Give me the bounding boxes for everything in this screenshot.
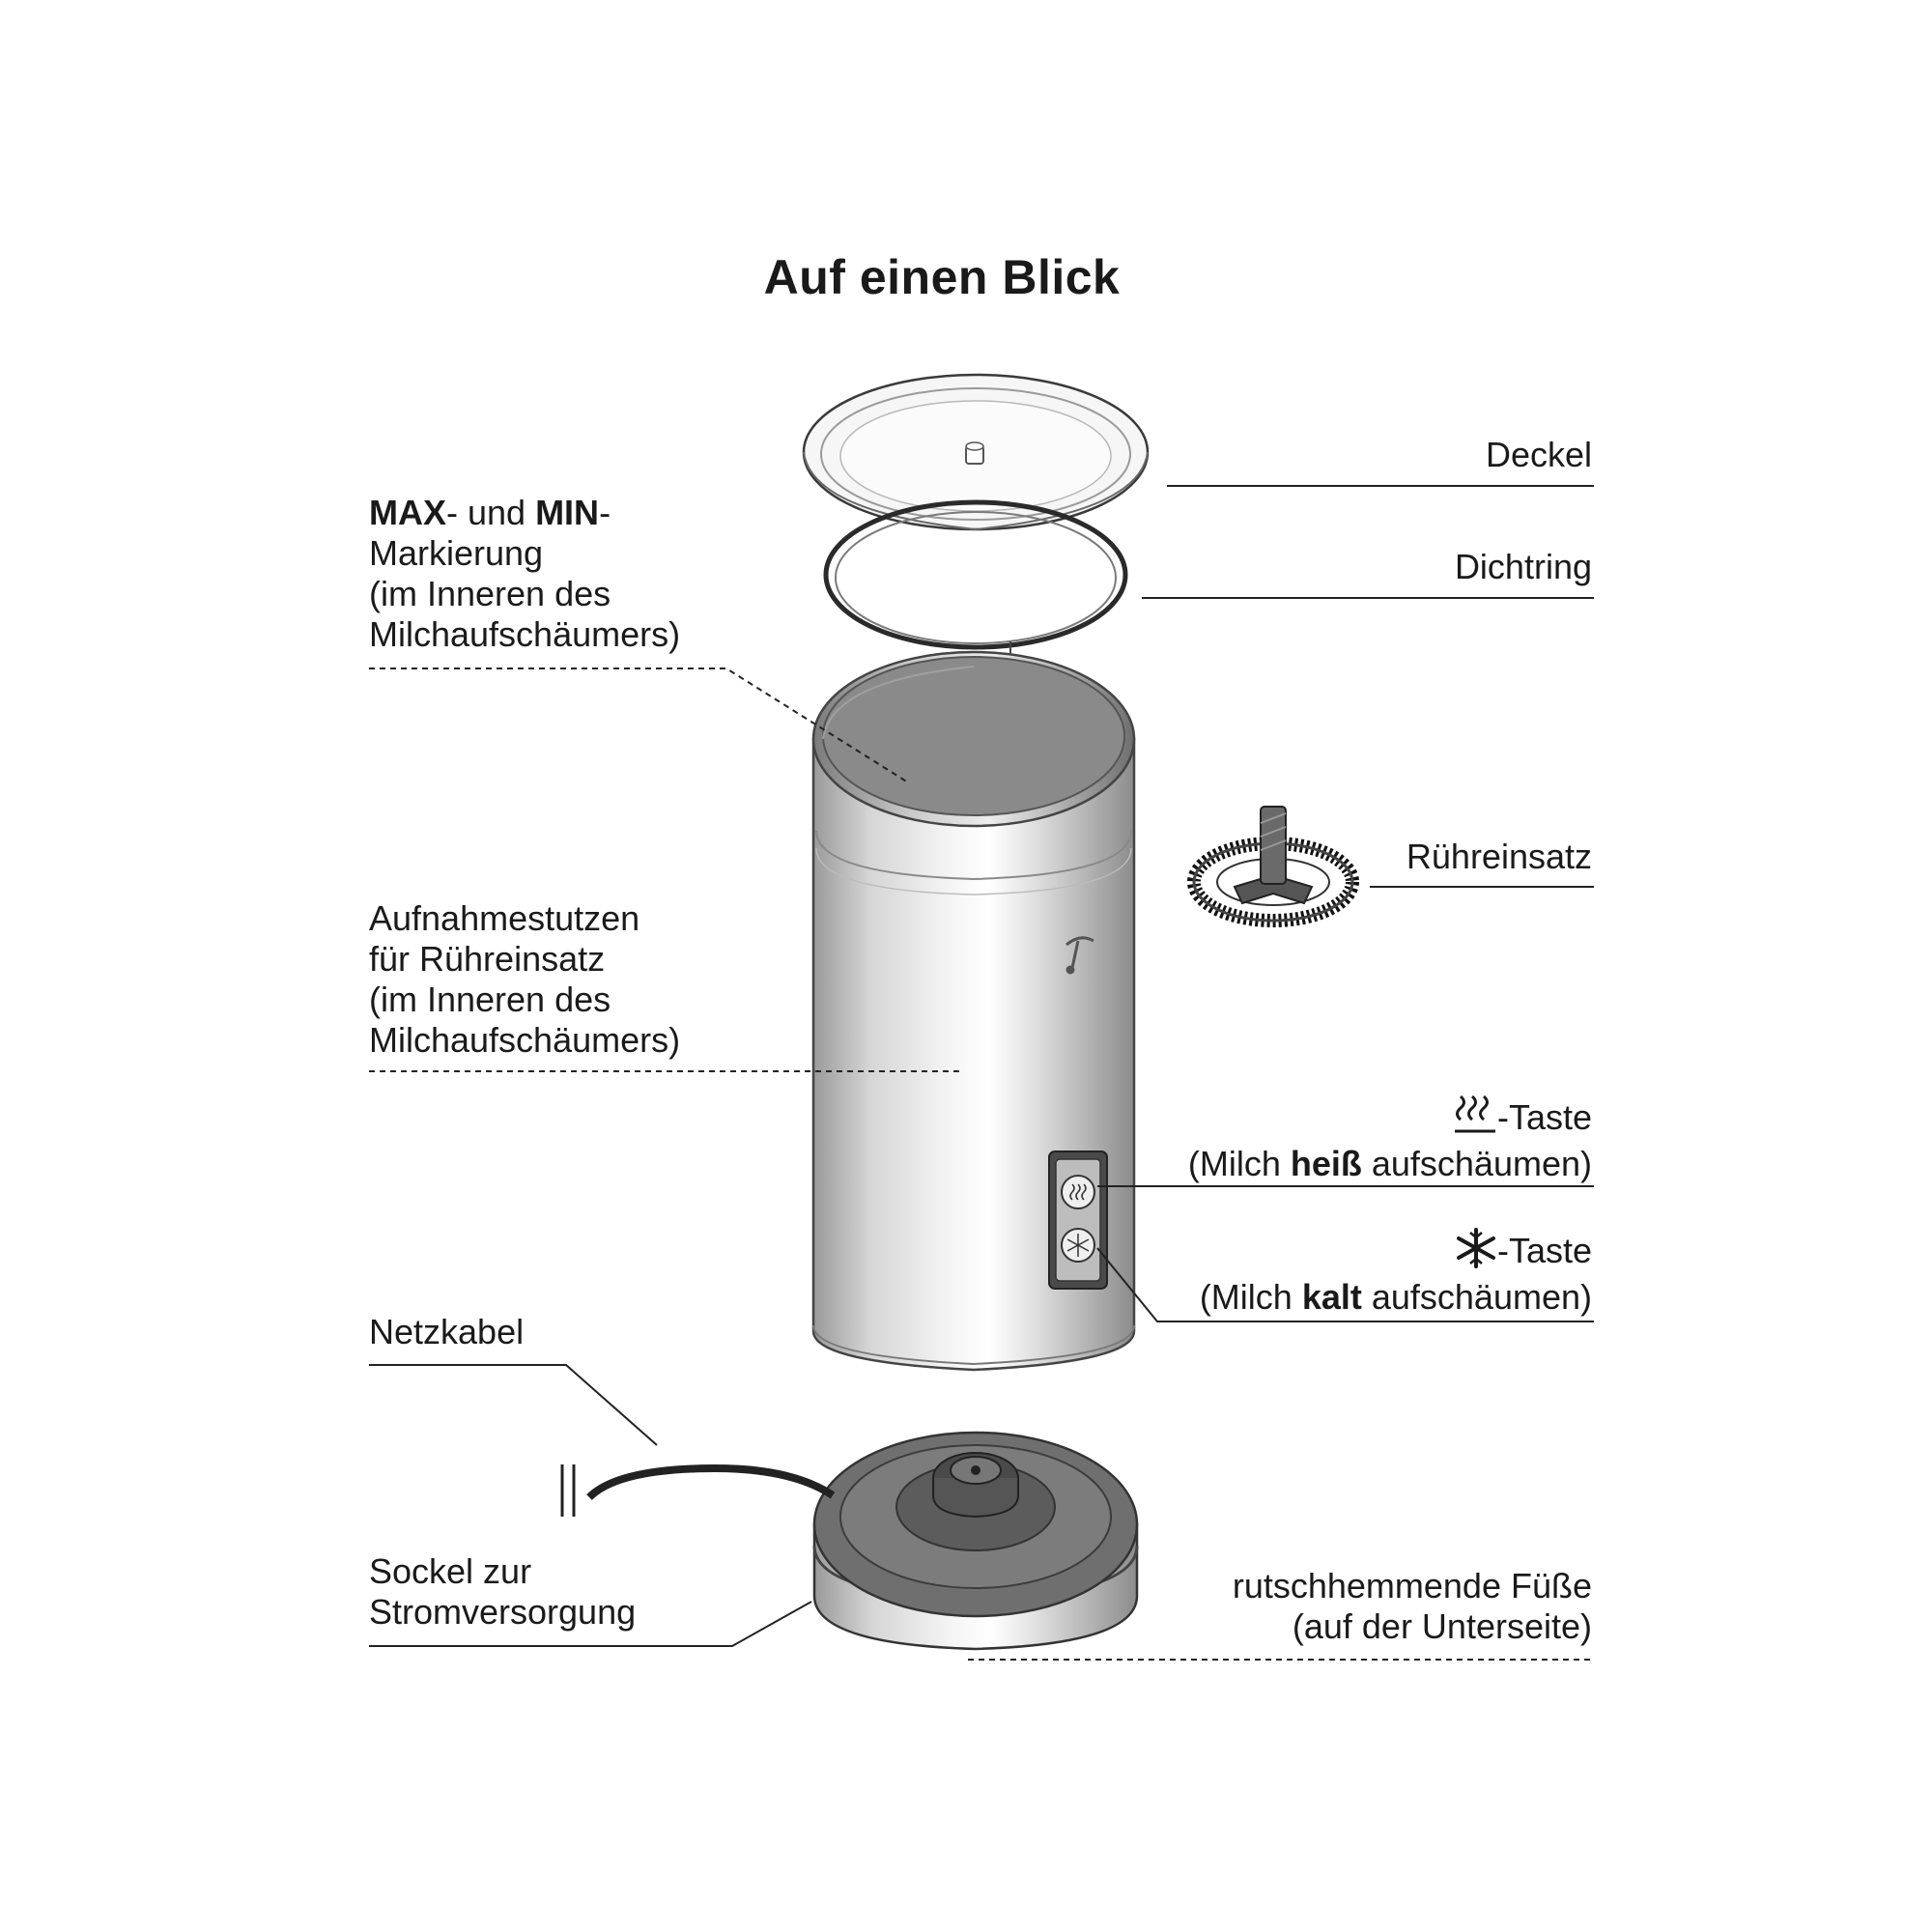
label-max: MAX bbox=[369, 493, 446, 532]
label-netzkabel: Netzkabel bbox=[369, 1312, 525, 1351]
label-deckel: Deckel bbox=[1485, 435, 1592, 474]
button-panel bbox=[1048, 1151, 1108, 1290]
leader-max-min bbox=[369, 668, 909, 783]
label-aufnahmestutzen: Aufnahmestutzen für Rühreinsatz (im Inne… bbox=[369, 898, 681, 1060]
page-title: Auf einen Blick bbox=[763, 250, 1121, 304]
label-hot-button: -Taste (Milch heiß aufschäumen) bbox=[1188, 1093, 1592, 1184]
whisk bbox=[1187, 806, 1359, 927]
power-base bbox=[812, 1431, 1139, 1651]
label-dichtring: Dichtring bbox=[1454, 547, 1592, 586]
jug-body bbox=[811, 650, 1136, 1372]
label-sockel: Sockel zur Stromversorgung bbox=[369, 1551, 637, 1632]
power-cable bbox=[560, 1463, 836, 1517]
leader-lines bbox=[369, 485, 1594, 1661]
label-feet: rutschhemmende Füße (auf der Unterseite) bbox=[1232, 1566, 1592, 1646]
steam-icon bbox=[1453, 1093, 1497, 1144]
brand-logo-icon bbox=[1065, 936, 1094, 975]
leader-netzkabel bbox=[369, 1364, 658, 1446]
leader-cold-button bbox=[1096, 1247, 1594, 1322]
label-min: MIN bbox=[535, 493, 600, 532]
sealing-ring bbox=[823, 499, 1128, 653]
snowflake-icon bbox=[1455, 1228, 1497, 1277]
label-ruehreinsatz: Rühreinsatz bbox=[1406, 837, 1592, 876]
leader-sockel bbox=[369, 1601, 812, 1647]
label-cold-button: -Taste (Milch kalt aufschäumen) bbox=[1200, 1228, 1592, 1318]
lid bbox=[802, 373, 1150, 531]
label-max-min: MAX- und MIN- Markierung (im Inneren des… bbox=[369, 493, 681, 654]
